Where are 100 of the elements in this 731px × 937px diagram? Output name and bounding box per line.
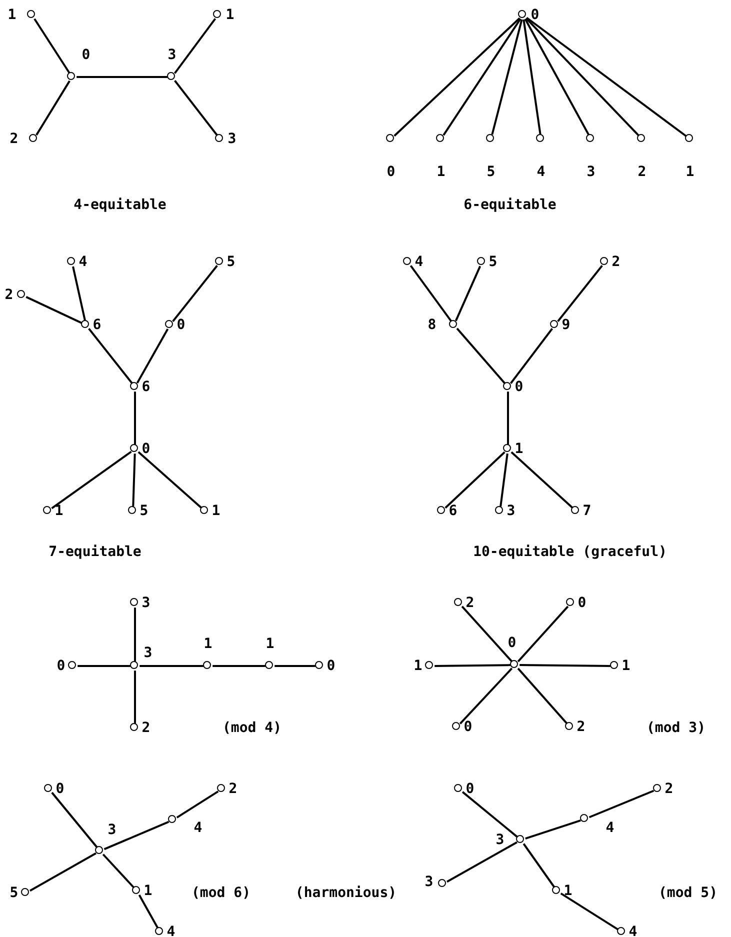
edge-line — [560, 892, 619, 930]
vertex-label: 0 — [176, 318, 186, 332]
vertex-circle — [518, 10, 526, 18]
vertex-label: 4 — [606, 821, 614, 835]
vertex-label: 0 — [578, 596, 586, 610]
vertex-label: 0 — [508, 636, 516, 650]
edge-line — [172, 264, 218, 322]
vertex-label: 2 — [10, 132, 18, 146]
edge-line — [136, 328, 169, 384]
vertex-label: 5 — [488, 255, 498, 269]
vertex-circle — [128, 506, 136, 514]
vertex-circle — [503, 382, 512, 390]
edge-line — [174, 80, 218, 136]
vertex-circle — [27, 10, 36, 18]
vertex-label: 5 — [10, 886, 18, 900]
vertex-label: 0 — [142, 442, 150, 456]
vertex-circle — [130, 661, 138, 670]
vertex-circle — [477, 257, 486, 266]
vertex-circle — [452, 722, 460, 730]
vertex-label: 4 — [536, 165, 546, 179]
vertex-circle — [600, 257, 608, 266]
vertex-label: 1 — [54, 504, 64, 518]
vertex-label: 8 — [428, 318, 436, 332]
edge-line — [138, 894, 159, 928]
vertex-circle — [81, 320, 90, 328]
vertex-label: 4 — [628, 925, 638, 937]
edge-line — [442, 18, 522, 136]
vertex-label: 0 — [530, 8, 540, 22]
edge-line — [507, 392, 509, 444]
caption-text: (mod 3) — [646, 721, 706, 735]
edge-line — [462, 791, 518, 838]
edge-line — [212, 665, 266, 667]
edge-line — [176, 790, 219, 818]
edge-line — [76, 76, 168, 78]
vertex-label: 6 — [92, 318, 102, 332]
vertex-label: 2 — [638, 165, 646, 179]
edge-line — [434, 664, 510, 667]
vertex-circle — [510, 660, 518, 668]
vertex-label: 2 — [612, 255, 620, 269]
edge-line — [26, 296, 82, 324]
vertex-circle — [168, 815, 176, 824]
vertex-circle — [403, 257, 412, 266]
vertex-circle — [17, 290, 26, 298]
vertex-label: 7 — [582, 504, 592, 518]
edge-line — [517, 668, 568, 724]
vertex-circle — [203, 661, 212, 670]
caption-text: 4-equitable — [74, 198, 166, 212]
caption-text: 7-equitable — [48, 545, 142, 559]
edge-line — [459, 668, 513, 724]
vertex-circle — [67, 257, 76, 266]
caption-text: 6-equitable — [464, 198, 556, 212]
vertex-circle — [571, 506, 580, 514]
edge-line — [510, 451, 574, 509]
vertex-circle — [617, 927, 626, 936]
edge-line — [456, 328, 506, 384]
vertex-circle — [449, 320, 458, 328]
vertex-label: 2 — [576, 720, 586, 734]
edge-line — [522, 843, 556, 888]
vertex-label: 3 — [228, 132, 236, 146]
edge-line — [132, 454, 136, 506]
edge-line — [51, 792, 98, 848]
vertex-label: 3 — [168, 48, 176, 62]
vertex-circle — [67, 72, 76, 80]
vertex-circle — [215, 257, 224, 266]
caption-text: 10-equitable (graceful) — [473, 545, 667, 559]
caption-text: (harmonious) — [295, 886, 397, 900]
edge-line — [138, 451, 202, 509]
edge-line — [72, 266, 86, 321]
caption-text: (mod 5) — [658, 886, 718, 900]
vertex-label: 3 — [496, 833, 504, 847]
vertex-circle — [130, 382, 138, 390]
edge-line — [78, 665, 130, 667]
vertex-label: 4 — [414, 255, 424, 269]
vertex-label: 5 — [226, 255, 236, 269]
vertex-label: 1 — [204, 637, 212, 651]
vertex-label: 0 — [56, 782, 64, 796]
vertex-label: 1 — [622, 659, 630, 673]
vertex-circle — [516, 835, 524, 844]
vertex-label: 1 — [514, 442, 524, 456]
edge-line — [104, 820, 170, 850]
vertex-circle — [132, 886, 140, 894]
vertex-label: 4 — [166, 925, 176, 937]
edge-line — [134, 670, 136, 724]
vertex-circle — [586, 134, 594, 142]
vertex-circle — [552, 886, 560, 894]
vertex-circle — [155, 927, 164, 936]
vertex-label: 1 — [144, 884, 152, 898]
vertex-label: 6 — [142, 380, 150, 394]
vertex-circle — [386, 134, 394, 142]
edge-line — [557, 264, 603, 322]
edge-line — [491, 19, 523, 135]
vertex-label: 6 — [448, 504, 458, 518]
vertex-label: 0 — [386, 165, 396, 179]
vertex-label: 3 — [506, 504, 516, 518]
edge-line — [500, 453, 508, 507]
vertex-circle — [44, 784, 52, 792]
edge-line — [526, 16, 687, 138]
edge-line — [30, 852, 96, 892]
vertex-circle — [315, 661, 324, 670]
edge-line — [525, 18, 640, 136]
